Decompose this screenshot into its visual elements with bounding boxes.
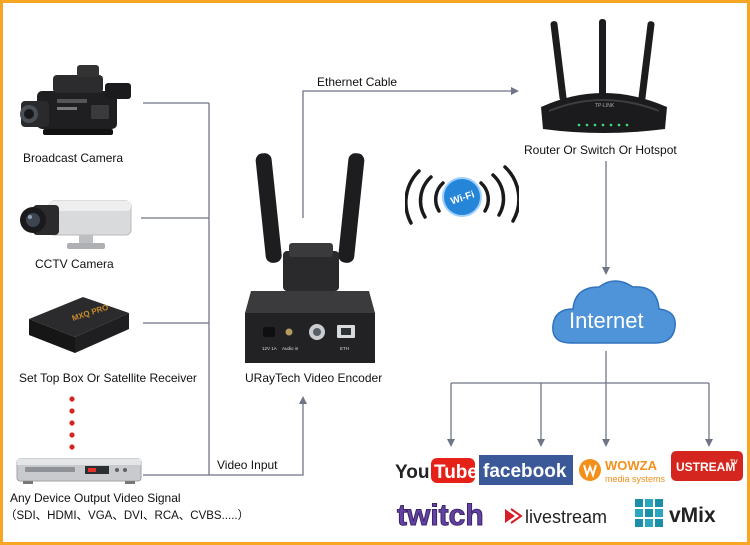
vmix-logo: vMix bbox=[635, 499, 716, 527]
wowza-logo: WOWZA media systems bbox=[579, 458, 666, 484]
youtube-tube: Tube bbox=[434, 462, 477, 483]
broadcast-camera-label: Broadcast Camera bbox=[23, 151, 124, 165]
port-eth-label: ETH bbox=[340, 346, 349, 351]
wire-video-input bbox=[143, 396, 307, 476]
port-audio-label: Audio in bbox=[282, 346, 299, 351]
youtube-logo: You Tube bbox=[395, 458, 477, 483]
wifi-icon: Wi-Fi bbox=[405, 165, 519, 225]
connection-lines bbox=[141, 87, 713, 476]
broadcast-camera-icon bbox=[20, 65, 131, 135]
wowza-sub: media systems bbox=[605, 474, 666, 484]
vmix-text: vMix bbox=[669, 504, 716, 527]
twitch-logo: twitch bbox=[397, 499, 485, 533]
diagram-frame: Broadcast Camera CCTV Camera MXQ PRO Set… bbox=[3, 3, 747, 542]
video-input-label: Video Input bbox=[217, 458, 278, 472]
facebook-text: facebook bbox=[483, 461, 567, 482]
any-device-label: Any Device Output Video Signal bbox=[10, 491, 181, 505]
ustream-text: USTREAM bbox=[676, 460, 735, 474]
encoder-label: URayTech Video Encoder bbox=[245, 371, 383, 385]
ustream-logo: USTREAM TV bbox=[671, 451, 743, 481]
internet-label: Internet bbox=[569, 308, 644, 333]
signal-types-label: （SDI、HDMI、VGA、DVI、RCA、CVBS.....） bbox=[5, 510, 250, 522]
cctv-camera-icon bbox=[20, 200, 132, 249]
router-label: Router Or Switch Or Hotspot bbox=[524, 143, 677, 157]
video-encoder-icon: 12V 1A Audio in ETH bbox=[245, 153, 375, 363]
cctv-camera-label: CCTV Camera bbox=[35, 257, 114, 271]
livestream-logo: livestream bbox=[505, 507, 607, 527]
router-brand: TP-LINK bbox=[595, 103, 615, 109]
facebook-logo: facebook bbox=[479, 455, 573, 485]
internet-cloud-icon: Internet bbox=[552, 280, 676, 344]
set-top-box-icon: MXQ PRO bbox=[29, 297, 129, 353]
dvd-player-icon bbox=[16, 458, 142, 484]
port-power-label: 12V 1A bbox=[262, 346, 277, 351]
twitch-text: twitch bbox=[397, 499, 484, 532]
youtube-you: You bbox=[395, 462, 429, 483]
ustream-tv: TV bbox=[730, 460, 738, 466]
wire-ethernet-cable bbox=[302, 87, 519, 218]
router-icon: TP-LINK bbox=[541, 19, 667, 133]
ethernet-cable-label: Ethernet Cable bbox=[317, 75, 398, 89]
set-top-box-label: Set Top Box Or Satellite Receiver bbox=[19, 371, 197, 385]
wowza-name: WOWZA bbox=[605, 458, 658, 473]
livestream-text: livestream bbox=[525, 507, 607, 527]
more-devices-dots bbox=[69, 396, 75, 450]
